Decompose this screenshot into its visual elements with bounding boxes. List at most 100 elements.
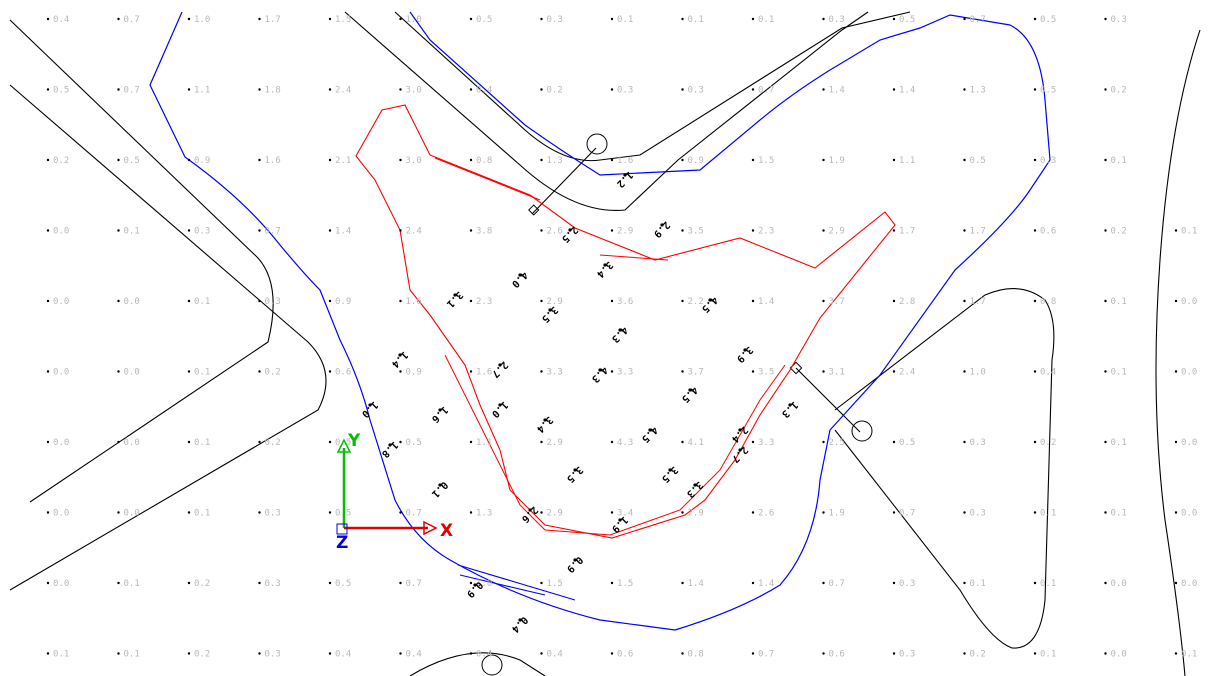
grid-value-label: 0.7 [406, 509, 422, 519]
calc-point: 2.4 [729, 424, 750, 445]
grid-point [187, 581, 191, 585]
station-marker-top[interactable] [528, 204, 540, 216]
grid-point [258, 158, 261, 162]
grid-value-label: 0.1 [1111, 368, 1127, 378]
grid-value-label: 0.7 [758, 86, 774, 96]
grid-value-label: 1.5 [617, 579, 633, 589]
grid-point [328, 370, 332, 373]
grid-value-label: 0.2 [265, 368, 281, 378]
grid-value-label: 3.4 [617, 509, 633, 519]
room-outline-red[interactable] [355, 104, 896, 539]
grid-value-label: 0.1 [617, 15, 633, 25]
grid-value-label: 2.4 [406, 227, 422, 237]
grid-point [1033, 299, 1037, 303]
grid-point [469, 652, 473, 655]
calc-point: 4.3 [589, 364, 610, 385]
grid-value-label: 0.3 [1111, 15, 1127, 25]
grid-value-label: 0.3 [970, 438, 986, 448]
calc-point: 1.3 [779, 399, 800, 420]
grid-point [399, 652, 402, 655]
calc-point: 3.5 [564, 464, 585, 485]
grid-point [681, 299, 684, 303]
grid-value-label: 0.5 [899, 15, 915, 25]
survey-station-right[interactable] [851, 420, 873, 442]
grid-point [892, 17, 896, 21]
grid-point [117, 581, 120, 585]
grid-value-label: 1.0 [476, 579, 492, 589]
grid-value-label: 0.1 [194, 368, 210, 378]
grid-value-label: 0.4 [53, 15, 69, 25]
grid-point [822, 229, 825, 232]
grid-point [892, 440, 896, 444]
grid-point [258, 17, 261, 21]
grid-value-label: 0.5 [1040, 15, 1056, 25]
grid-value-label: 3.3 [758, 438, 774, 448]
grid-point [963, 440, 966, 444]
calc-point-value: 2.9 [651, 219, 672, 240]
calc-point-value: 3.1 [444, 289, 465, 310]
grid-value-label: 0.1 [194, 438, 210, 448]
calc-point-marker [743, 348, 747, 352]
grid-point [469, 440, 473, 444]
grid-point [258, 299, 261, 303]
grid-value-label: 0.0 [1181, 579, 1197, 589]
grid-value-label: 2.9 [688, 509, 704, 519]
grid-value-label: 0.3 [1040, 156, 1056, 166]
calc-point-value: 3.4 [594, 259, 615, 280]
grid-point [892, 370, 896, 373]
survey-station-top[interactable] [586, 133, 608, 155]
grid-value-label: 0.2 [547, 86, 563, 96]
area-boundary-blue[interactable] [149, 11, 1051, 631]
grid-point [822, 158, 825, 162]
grid-point [187, 511, 191, 514]
grid-point [751, 158, 755, 162]
grid-point [117, 299, 120, 303]
grid-value-label: 0.6 [617, 650, 633, 660]
grid-point [46, 88, 50, 91]
grid-point [610, 581, 614, 585]
grid-point [751, 299, 755, 303]
grid-value-label: 0.5 [124, 156, 140, 166]
road-outlines [9, 11, 1201, 676]
grid-point [963, 229, 966, 232]
room-inner-red [434, 157, 786, 536]
grid-point [751, 652, 755, 655]
grid-point [681, 370, 684, 373]
grid-value-label: 0.0 [53, 579, 69, 589]
survey-station-bottom[interactable] [481, 654, 503, 676]
calc-point-marker [648, 428, 652, 432]
grid-point [610, 88, 614, 91]
grid-value-label: 1.6 [406, 297, 422, 307]
grid-point [963, 370, 966, 373]
calc-point-marker [618, 328, 622, 332]
grid-point [469, 88, 473, 91]
grid-point [258, 370, 261, 373]
grid-value-label: 1.6 [476, 368, 492, 378]
grid-point [681, 158, 684, 162]
grid-value-label: 0.9 [688, 156, 704, 166]
grid-value-label: 0.7 [406, 579, 422, 589]
grid-point [892, 511, 896, 514]
grid-point [117, 88, 120, 91]
grid-value-label: 0.4 [476, 86, 492, 96]
calc-point-value: 3.5 [659, 464, 680, 485]
grid-point [1104, 17, 1107, 21]
grid-point [822, 581, 825, 585]
grid-value-label: 0.8 [688, 650, 704, 660]
grid-value-label: 4.3 [617, 438, 633, 448]
grid-point [328, 581, 332, 585]
grid-value-label: 1.0 [194, 15, 210, 25]
grid-point [540, 652, 543, 655]
calc-point-marker [688, 388, 692, 392]
calc-point-marker [668, 468, 672, 472]
grid-value-label: 0.1 [970, 579, 986, 589]
grid-point [1033, 229, 1037, 232]
grid-point [681, 581, 684, 585]
grid-value-label: 1.3 [970, 86, 986, 96]
grid-value-label: 2.4 [899, 368, 915, 378]
calc-point-value: 1.4 [389, 349, 410, 370]
calc-point-marker [438, 408, 442, 412]
grid-value-label: 0.7 [758, 650, 774, 660]
grid-value-label: 0.7 [829, 579, 845, 589]
